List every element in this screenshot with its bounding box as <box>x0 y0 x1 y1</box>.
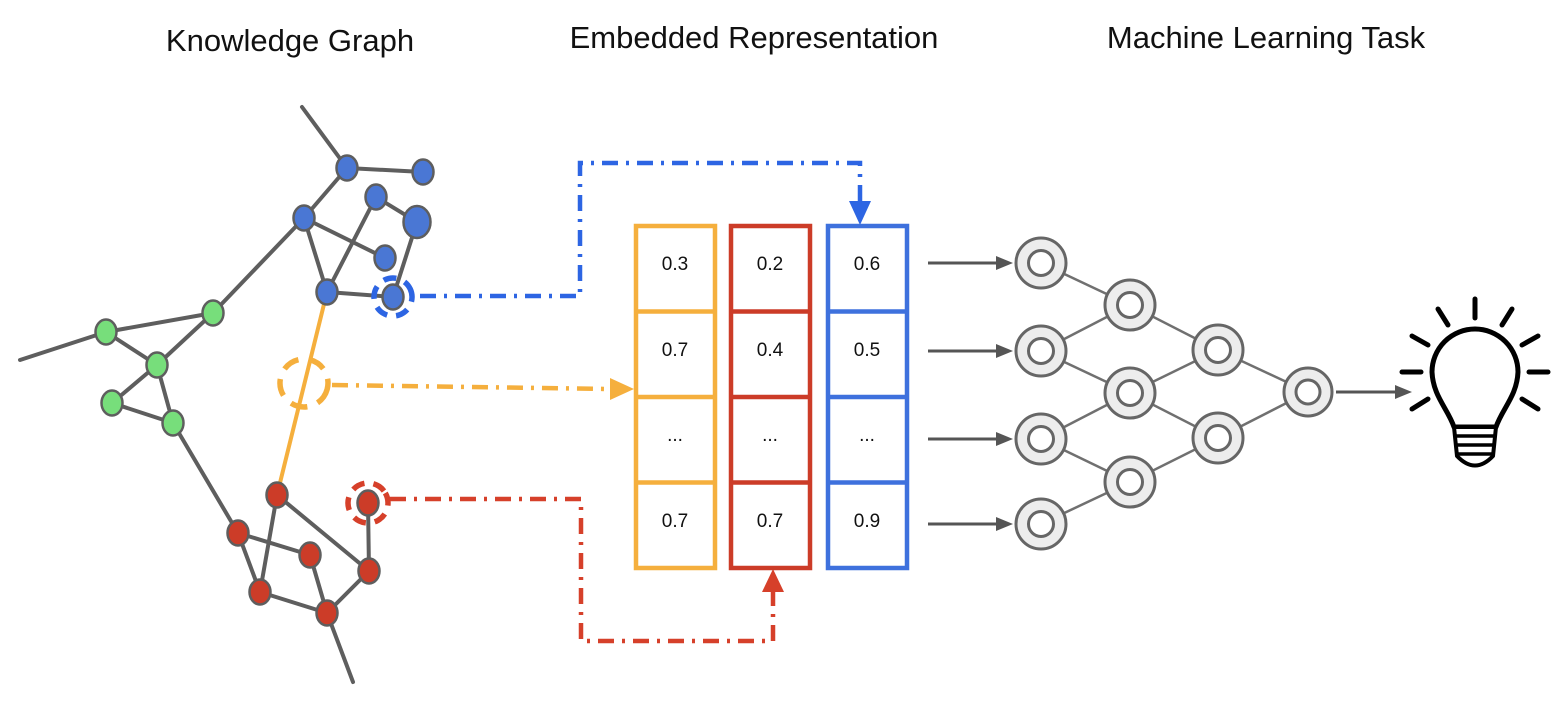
vector-cell-value: 0.3 <box>662 254 688 275</box>
nn-node <box>1014 412 1068 466</box>
green-node <box>161 409 185 437</box>
dashdot-connectors <box>331 160 863 644</box>
embedded-representation-title: Embedded Representation <box>570 20 939 55</box>
blue-node <box>335 154 359 182</box>
nn-node <box>1191 323 1245 377</box>
blue-node-selected <box>381 283 405 311</box>
arrowhead-icon <box>996 517 1013 531</box>
blue-node-highlight-ring <box>371 275 415 319</box>
blue-node <box>411 158 435 186</box>
green-node <box>201 299 225 327</box>
knowledge-graph-title: Knowledge Graph <box>166 23 414 58</box>
vector-cell-value: ... <box>667 425 683 446</box>
red-node <box>298 541 322 569</box>
arrowhead-icon <box>996 344 1013 358</box>
nn-input-arrowheads <box>996 256 1013 531</box>
nn-node <box>1103 366 1157 420</box>
lightbulb-icon <box>1399 296 1551 468</box>
vector-cell-value: 0.5 <box>854 340 880 361</box>
vector-cell-value: 0.6 <box>854 254 880 275</box>
blue-dashdot-connector <box>420 160 863 299</box>
embedding-column-yellow: 0.3 0.7 ... 0.7 <box>633 223 718 571</box>
green-node <box>94 318 118 346</box>
nn-input-arrows <box>928 261 997 526</box>
blue-node <box>292 204 316 232</box>
green-node <box>100 389 124 417</box>
vector-cell-value: 0.2 <box>757 254 783 275</box>
vector-cell-value: 0.7 <box>757 511 783 532</box>
graph-edge <box>345 166 425 174</box>
vector-cell-value: ... <box>859 425 875 446</box>
nn-output-node <box>1282 366 1334 418</box>
yellow-edge-highlight-ring <box>277 356 331 410</box>
embedding-column-blue: 0.6 0.5 ... 0.9 <box>825 223 910 571</box>
nn-node <box>1014 324 1068 378</box>
red-node-selected <box>356 489 380 517</box>
graph-edge <box>302 216 387 260</box>
blue-node <box>315 278 339 306</box>
graph-edges <box>18 105 425 684</box>
vector-cell-value: ... <box>762 425 778 446</box>
graph-edge <box>236 531 312 557</box>
vector-cell-value: 0.7 <box>662 511 688 532</box>
highlighted-relation-edge <box>275 290 329 497</box>
blue-arrowhead-icon <box>849 201 871 225</box>
nn-connections <box>1040 261 1309 526</box>
nn-nodes <box>1014 236 1334 551</box>
vector-cell-value: 0.9 <box>854 511 880 532</box>
graph-nodes <box>94 154 435 627</box>
arrowhead-icon <box>996 256 1013 270</box>
nn-node <box>1103 455 1157 509</box>
lightbulb-rays <box>1399 296 1551 412</box>
graph-edge <box>211 216 306 315</box>
red-node <box>248 578 272 606</box>
nn-node <box>1014 236 1068 290</box>
graph-edge <box>155 311 215 367</box>
arrowhead-icon <box>1395 385 1412 399</box>
red-node-highlight-ring <box>345 480 391 526</box>
graph-edge <box>325 195 378 294</box>
green-node <box>145 351 169 379</box>
blue-node <box>364 183 388 211</box>
lightbulb-glass <box>1429 326 1521 430</box>
blue-node-large <box>402 204 432 240</box>
vector-cell-value: 0.7 <box>662 340 688 361</box>
blue-node <box>373 244 397 272</box>
red-node <box>226 519 250 547</box>
nn-node <box>1103 278 1157 332</box>
graph-edge <box>104 311 215 334</box>
nn-node <box>1014 497 1068 551</box>
vector-cell-value: 0.4 <box>757 340 784 361</box>
graph-edge <box>275 493 371 573</box>
graph-edge <box>18 330 108 362</box>
machine-learning-task-title: Machine Learning Task <box>1107 20 1426 55</box>
arrowhead-icon <box>996 432 1013 446</box>
yellow-dashdot-connector <box>331 382 609 392</box>
graph-edge <box>171 421 240 535</box>
embedding-column-red: 0.2 0.4 ... 0.7 <box>728 223 813 571</box>
yellow-arrowhead-icon <box>610 378 634 400</box>
nn-node <box>1191 411 1245 465</box>
lightbulb-threads <box>1455 434 1495 456</box>
red-arrowhead-icon <box>762 569 784 592</box>
red-node <box>265 481 289 509</box>
red-node <box>357 557 381 585</box>
red-node <box>315 599 339 627</box>
